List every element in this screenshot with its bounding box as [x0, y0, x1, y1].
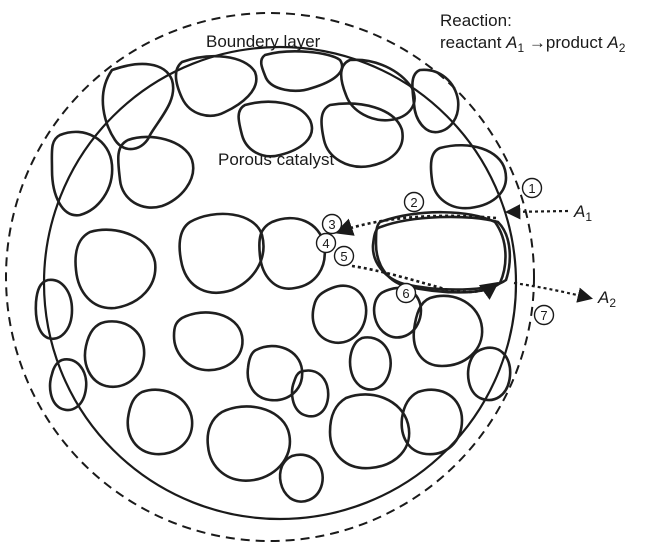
reactant-inflow-path	[508, 211, 568, 212]
step-number: 4	[322, 236, 329, 251]
catalyst-grain	[431, 145, 506, 208]
species-out-label: A2	[597, 288, 616, 310]
porous-catalyst-label: Porous catalyst	[218, 150, 334, 169]
step-number: 7	[540, 308, 547, 323]
step-1: 1	[523, 179, 542, 198]
step-2: 2	[405, 193, 424, 212]
step-number: 5	[340, 249, 347, 264]
catalyst-grain	[330, 394, 409, 468]
reaction-reactant-symbol: A	[505, 33, 517, 52]
species-in-label: A1	[573, 202, 592, 224]
catalyst-grain	[85, 321, 144, 386]
step-7: 7	[535, 306, 554, 325]
step-number: 6	[402, 286, 409, 301]
boundary-layer-label: Boundery layer	[206, 32, 321, 51]
catalyst-grain	[280, 455, 323, 502]
catalyst-grain	[174, 312, 242, 370]
catalyst-grains	[36, 51, 510, 501]
step-number: 3	[328, 217, 335, 232]
catalyst-grain	[239, 102, 312, 157]
reaction-site-grain	[373, 217, 510, 290]
catalyst-grain	[248, 346, 302, 400]
step-3: 3	[323, 215, 342, 234]
catalyst-grain	[261, 51, 342, 90]
species-in-subscript: 1	[585, 210, 592, 224]
reaction-title: Reaction:	[440, 11, 512, 30]
reaction-product-subscript: 2	[619, 41, 626, 55]
catalyst-grain	[292, 371, 328, 417]
catalyst-grain	[350, 337, 391, 389]
catalyst-grain	[402, 390, 462, 454]
catalyst-grain	[128, 390, 192, 454]
reaction-reactant-word: reactant	[440, 33, 506, 52]
reaction-arrow: →product	[524, 33, 607, 52]
catalyst-grain	[259, 218, 324, 288]
step-6: 6	[397, 284, 416, 303]
catalyst-grain	[412, 70, 458, 132]
catalyst-grain	[76, 230, 156, 308]
catalyst-grain	[118, 137, 193, 208]
species-out-symbol: A	[597, 288, 609, 307]
catalyst-grain	[52, 132, 112, 215]
catalyst-particle-circle	[44, 47, 516, 519]
catalyst-grain	[180, 214, 264, 293]
catalyst-grain	[313, 286, 366, 343]
step-number: 1	[528, 181, 535, 196]
catalyst-grain	[36, 280, 72, 339]
reaction-equation: reactant A1 →product A2	[440, 33, 626, 55]
step-4: 4	[317, 234, 336, 253]
catalyst-grain	[208, 406, 290, 480]
step-5: 5	[335, 247, 354, 266]
species-out-subscript: 2	[609, 296, 616, 310]
step-markers: 1 2 3 4 5 6 7	[317, 179, 554, 325]
product-outflow-path	[514, 283, 590, 298]
species-in-symbol: A	[573, 202, 585, 221]
reaction-product-symbol: A	[606, 33, 618, 52]
step-number: 2	[410, 195, 417, 210]
